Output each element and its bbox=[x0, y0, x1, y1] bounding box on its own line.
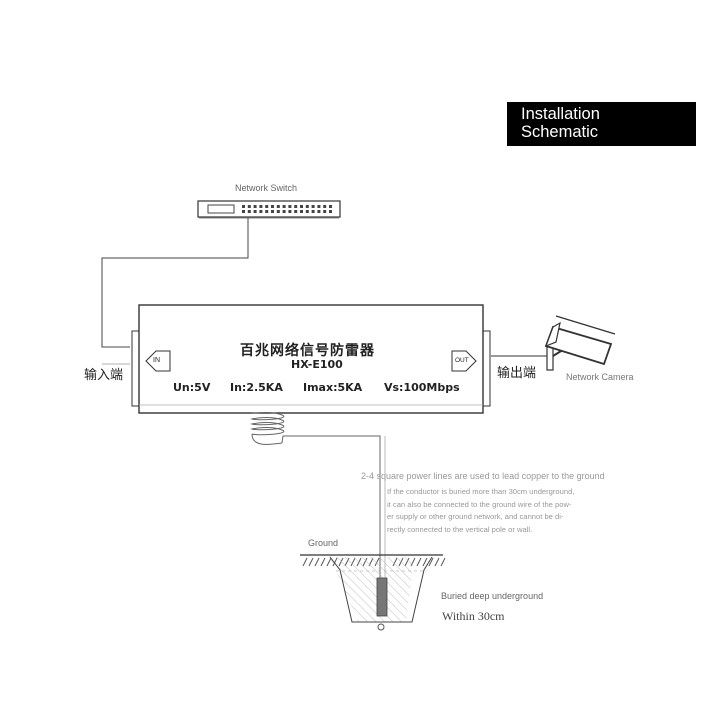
in-port-icon bbox=[145, 350, 171, 372]
network-camera-label: Network Camera bbox=[566, 372, 634, 382]
spec-un: Un:5V bbox=[173, 381, 211, 394]
ground-note-line: If the conductor is buried more than 30c… bbox=[387, 487, 575, 496]
spec-in: In:2.5KA bbox=[230, 381, 283, 394]
ground-rod bbox=[376, 577, 388, 631]
spec-imax: Imax:5KA bbox=[303, 381, 363, 394]
input-end-label: 输入端 bbox=[84, 368, 124, 383]
depth-label: Within 30cm bbox=[442, 609, 505, 623]
ground-note-line: er supply or other ground network, and c… bbox=[387, 512, 564, 521]
out-port-icon bbox=[451, 350, 477, 372]
surge-protector-device bbox=[131, 304, 491, 414]
ground-note-line: it can also be connected to the ground w… bbox=[387, 499, 572, 509]
ground-wire bbox=[250, 411, 386, 578]
out-port-label: OUT bbox=[455, 357, 469, 364]
input-cable bbox=[101, 218, 249, 348]
title-line-1: Installation bbox=[521, 105, 600, 123]
ground-note-heading: 2-4 square power lines are used to lead … bbox=[361, 471, 605, 481]
device-name: 百兆网络信号防雷器 bbox=[240, 343, 375, 359]
spec-vs: Vs:100Mbps bbox=[384, 381, 460, 394]
ground-note-line: rectly connected to the vertical pole or… bbox=[387, 524, 533, 534]
ground-pit bbox=[300, 554, 446, 623]
output-end-label: 输出端 bbox=[497, 366, 537, 381]
title-line-2: Schematic bbox=[521, 123, 599, 141]
device-model: HX-E100 bbox=[291, 358, 343, 371]
ground-label: Ground bbox=[308, 538, 339, 548]
in-port-label: IN bbox=[153, 357, 160, 364]
buried-label: Buried deep underground bbox=[441, 591, 544, 601]
network-camera-icon bbox=[491, 315, 616, 371]
ground-note-body: If the conductor is buried more than 30c… bbox=[387, 486, 574, 536]
network-switch-icon bbox=[197, 200, 341, 219]
diagram-title: Installation Schematic bbox=[507, 102, 696, 146]
network-switch-label: Network Switch bbox=[235, 183, 298, 193]
